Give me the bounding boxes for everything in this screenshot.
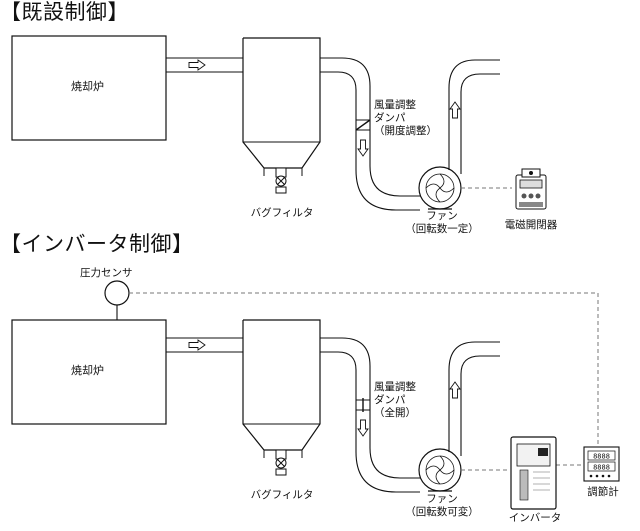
damper-label: 風量調整 ダンパ （開度調整） (374, 99, 437, 138)
pressure-sensor-icon (104, 280, 130, 306)
flow-arrow-icon (449, 381, 461, 399)
flow-arrow-icon (357, 139, 369, 157)
fan-label: ファン （回転数一定） (405, 210, 479, 235)
controller-label: 調節計 (587, 486, 619, 498)
bag-filter (242, 37, 321, 194)
damper-label: 風量調整 ダンパ （全開） (374, 381, 416, 420)
furnace-box (11, 35, 167, 141)
controller-display-top: 8888 (593, 453, 610, 461)
section-title-inverter: 【インバータ制御】 (0, 232, 194, 256)
flow-arrow-icon (357, 419, 369, 437)
flow-arrow-icon (188, 59, 206, 71)
bag-filter (242, 319, 321, 476)
inverter-icon (510, 436, 557, 510)
magnetic-contactor-icon (515, 168, 547, 210)
furnace-label: 焼却炉 (71, 364, 104, 377)
bag-filter-label: バグフィルタ (250, 207, 314, 219)
fan-icon (418, 448, 462, 492)
magnetic-contactor-label: 電磁開閉器 (504, 219, 558, 231)
flow-arrow-icon (449, 101, 461, 119)
controller-icon: 8888 8888 (583, 446, 620, 482)
damper-blade (355, 119, 371, 131)
furnace-label: 焼却炉 (71, 80, 104, 93)
section-title-existing: 【既設制御】 (0, 0, 129, 24)
flow-arrow-icon (188, 339, 206, 351)
system-inverter: 8888 8888 (11, 280, 620, 510)
furnace-box (11, 319, 167, 425)
fan-label: ファン （回転数可変） (405, 493, 479, 518)
pressure-sensor-label: 圧力センサ (80, 267, 133, 279)
inverter-label: インバータ (508, 512, 562, 524)
bag-filter-label: バグフィルタ (250, 489, 314, 501)
system-existing (11, 35, 547, 211)
fan-icon (418, 166, 462, 210)
controller-display-bottom: 8888 (593, 464, 610, 472)
